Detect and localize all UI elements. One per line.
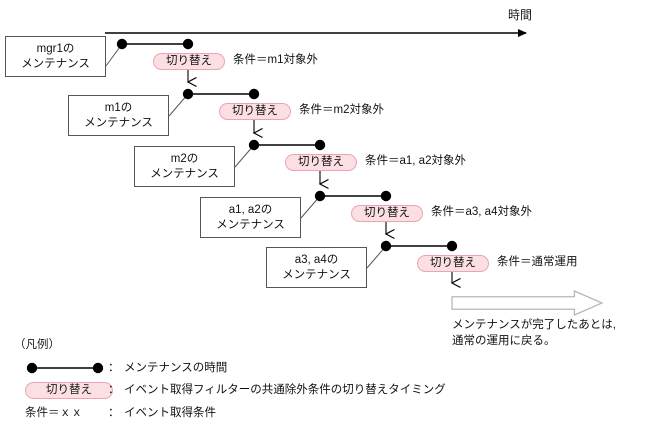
maintenance-box-label-line2: メンテナンス	[84, 116, 153, 129]
switch-pill-row-a3a4[interactable]: 切り替え	[417, 255, 489, 272]
timeline-dot	[314, 190, 326, 202]
legend-dot	[92, 362, 104, 374]
legend-separator: ：	[108, 384, 120, 396]
maintenance-box-row-m1: m1のメンテナンス	[68, 95, 169, 136]
timeline-dot	[248, 139, 260, 151]
maintenance-box-label-line2: メンテナンス	[216, 218, 285, 231]
condition-label-row-a3a4: 条件＝通常運用	[497, 256, 578, 268]
timeline-dot	[314, 139, 326, 151]
maintenance-box-row-a1a2: a1, a2のメンテナンス	[200, 197, 301, 238]
timeline-dot	[380, 190, 392, 202]
maintenance-box-label-line1: mgr1の	[36, 42, 75, 55]
legend-switch-text: イベント取得フィルターの共通除外条件の切り替えタイミング	[124, 384, 446, 396]
maintenance-box-label-line1: m2の	[170, 152, 199, 165]
legend-separator: ：	[108, 407, 120, 419]
maintenance-box-row-a3a4: a3, a4のメンテナンス	[266, 247, 367, 288]
condition-label-row-a1a2: 条件＝a3, a4対象外	[431, 206, 532, 218]
condition-label-row-mgr1: 条件＝m1対象外	[233, 54, 318, 66]
legend-duration-text: メンテナンスの時間	[124, 362, 228, 374]
timeline-dot	[380, 240, 392, 252]
legend-switch-pill: 切り替え	[25, 382, 113, 399]
maintenance-box-label-line1: a3, a4の	[294, 253, 339, 266]
timeline-dot	[446, 240, 458, 252]
return-note-line2: 通常の運用に戻る。	[452, 335, 556, 347]
switch-pill-row-mgr1[interactable]: 切り替え	[153, 53, 225, 70]
condition-label-row-m2: 条件＝a1, a2対象外	[365, 155, 466, 167]
condition-label-row-m1: 条件＝m2対象外	[299, 104, 384, 116]
block-arrow-shape	[451, 290, 604, 316]
maintenance-box-label-line1: m1の	[104, 101, 133, 114]
legend-dot	[26, 362, 38, 374]
return-to-normal-arrow	[451, 290, 604, 316]
time-axis-label: 時間	[508, 8, 533, 22]
legend-symbols	[26, 362, 104, 374]
maintenance-box-label-line2: メンテナンス	[150, 167, 219, 180]
switch-pill-row-m2[interactable]: 切り替え	[285, 154, 357, 171]
legend-title: （凡例）	[14, 339, 60, 351]
switch-pill-row-a1a2[interactable]: 切り替え	[351, 205, 423, 222]
timeline-dot	[182, 88, 194, 100]
maintenance-box-row-mgr1: mgr1のメンテナンス	[5, 36, 106, 77]
legend-condition-symbol: 条件＝ｘｘ	[25, 407, 83, 419]
maintenance-box-label-line2: メンテナンス	[21, 57, 90, 70]
return-note-line1: メンテナンスが完了したあとは,	[452, 319, 616, 331]
timeline-dot	[182, 38, 194, 50]
legend-separator: ：	[108, 362, 120, 374]
legend-condition-text: イベント取得条件	[124, 407, 216, 419]
timeline-dot	[248, 88, 260, 100]
maintenance-box-label-line1: a1, a2の	[228, 203, 273, 216]
switch-pill-row-m1[interactable]: 切り替え	[219, 103, 291, 120]
maintenance-box-label-line2: メンテナンス	[282, 268, 351, 281]
maintenance-box-row-m2: m2のメンテナンス	[134, 146, 235, 187]
timeline-dot	[116, 38, 128, 50]
